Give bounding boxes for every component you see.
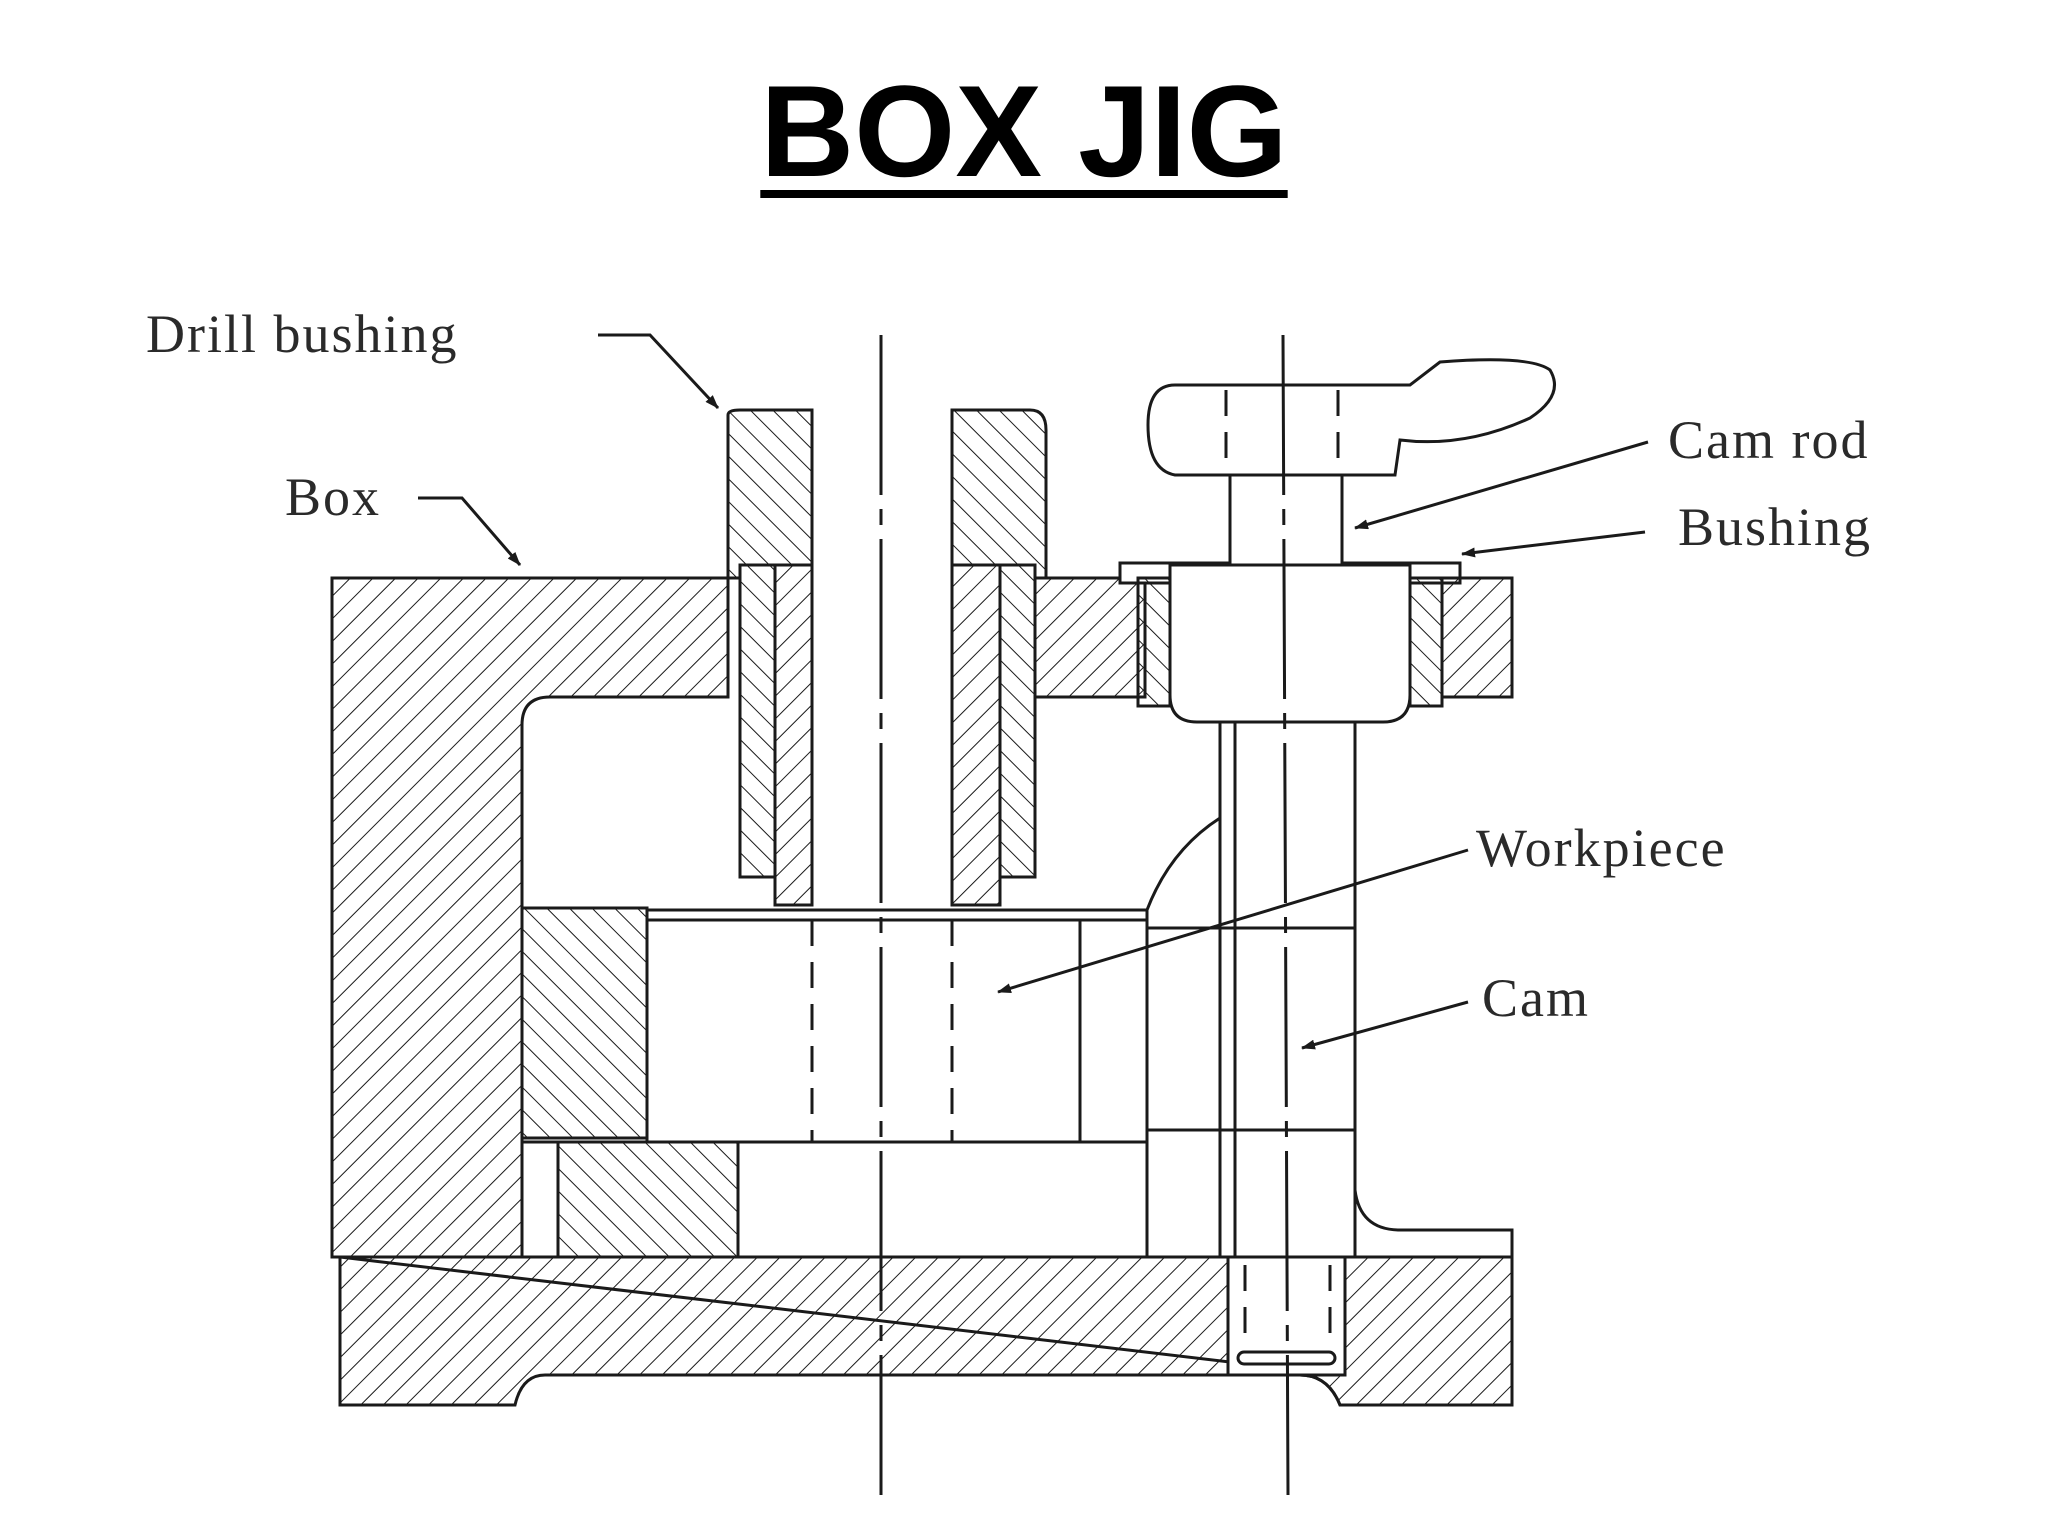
leader-drill-bushing <box>598 333 720 410</box>
drill-bushing-liner-right <box>950 563 1002 907</box>
drill-bushing-head-right <box>950 408 1048 580</box>
leader-cam-rod <box>1354 440 1649 530</box>
leader-box <box>418 496 522 566</box>
label-bushing: Bushing <box>1678 497 1872 557</box>
box-body <box>330 576 730 1259</box>
workpiece <box>645 908 1149 1144</box>
support-block <box>556 1140 740 1259</box>
bushing-housing-right <box>1440 576 1514 699</box>
cam-bushing-right <box>1408 576 1444 708</box>
leader-workpiece <box>997 848 1469 994</box>
label-cam-rod: Cam rod <box>1668 410 1869 470</box>
support-gap <box>520 1140 560 1259</box>
cam-rod-center-line <box>1281 334 1290 1496</box>
cam-bushing-left <box>1136 576 1172 708</box>
drill-bushing-sleeve-left <box>738 563 777 879</box>
drill-bushing-sleeve-right <box>998 563 1037 879</box>
label-workpiece: Workpiece <box>1476 818 1727 878</box>
label-cam: Cam <box>1482 968 1590 1028</box>
label-box: Box <box>285 467 381 527</box>
drill-bushing-liner-left <box>773 563 814 907</box>
drill-bushing-head-left <box>726 408 814 580</box>
cam-rod-stem <box>1228 473 1344 567</box>
box-top-plate-right <box>1033 576 1147 699</box>
locator-block <box>520 906 649 1140</box>
page-title: BOX JIG <box>760 58 1288 204</box>
label-drill-bushing: Drill bushing <box>146 304 459 364</box>
leader-bushing <box>1461 530 1646 558</box>
leader-cam <box>1301 1000 1469 1050</box>
base-left <box>338 1255 1230 1407</box>
cam-rod-head <box>1168 563 1412 724</box>
cam-rod-handle <box>1146 358 1556 477</box>
